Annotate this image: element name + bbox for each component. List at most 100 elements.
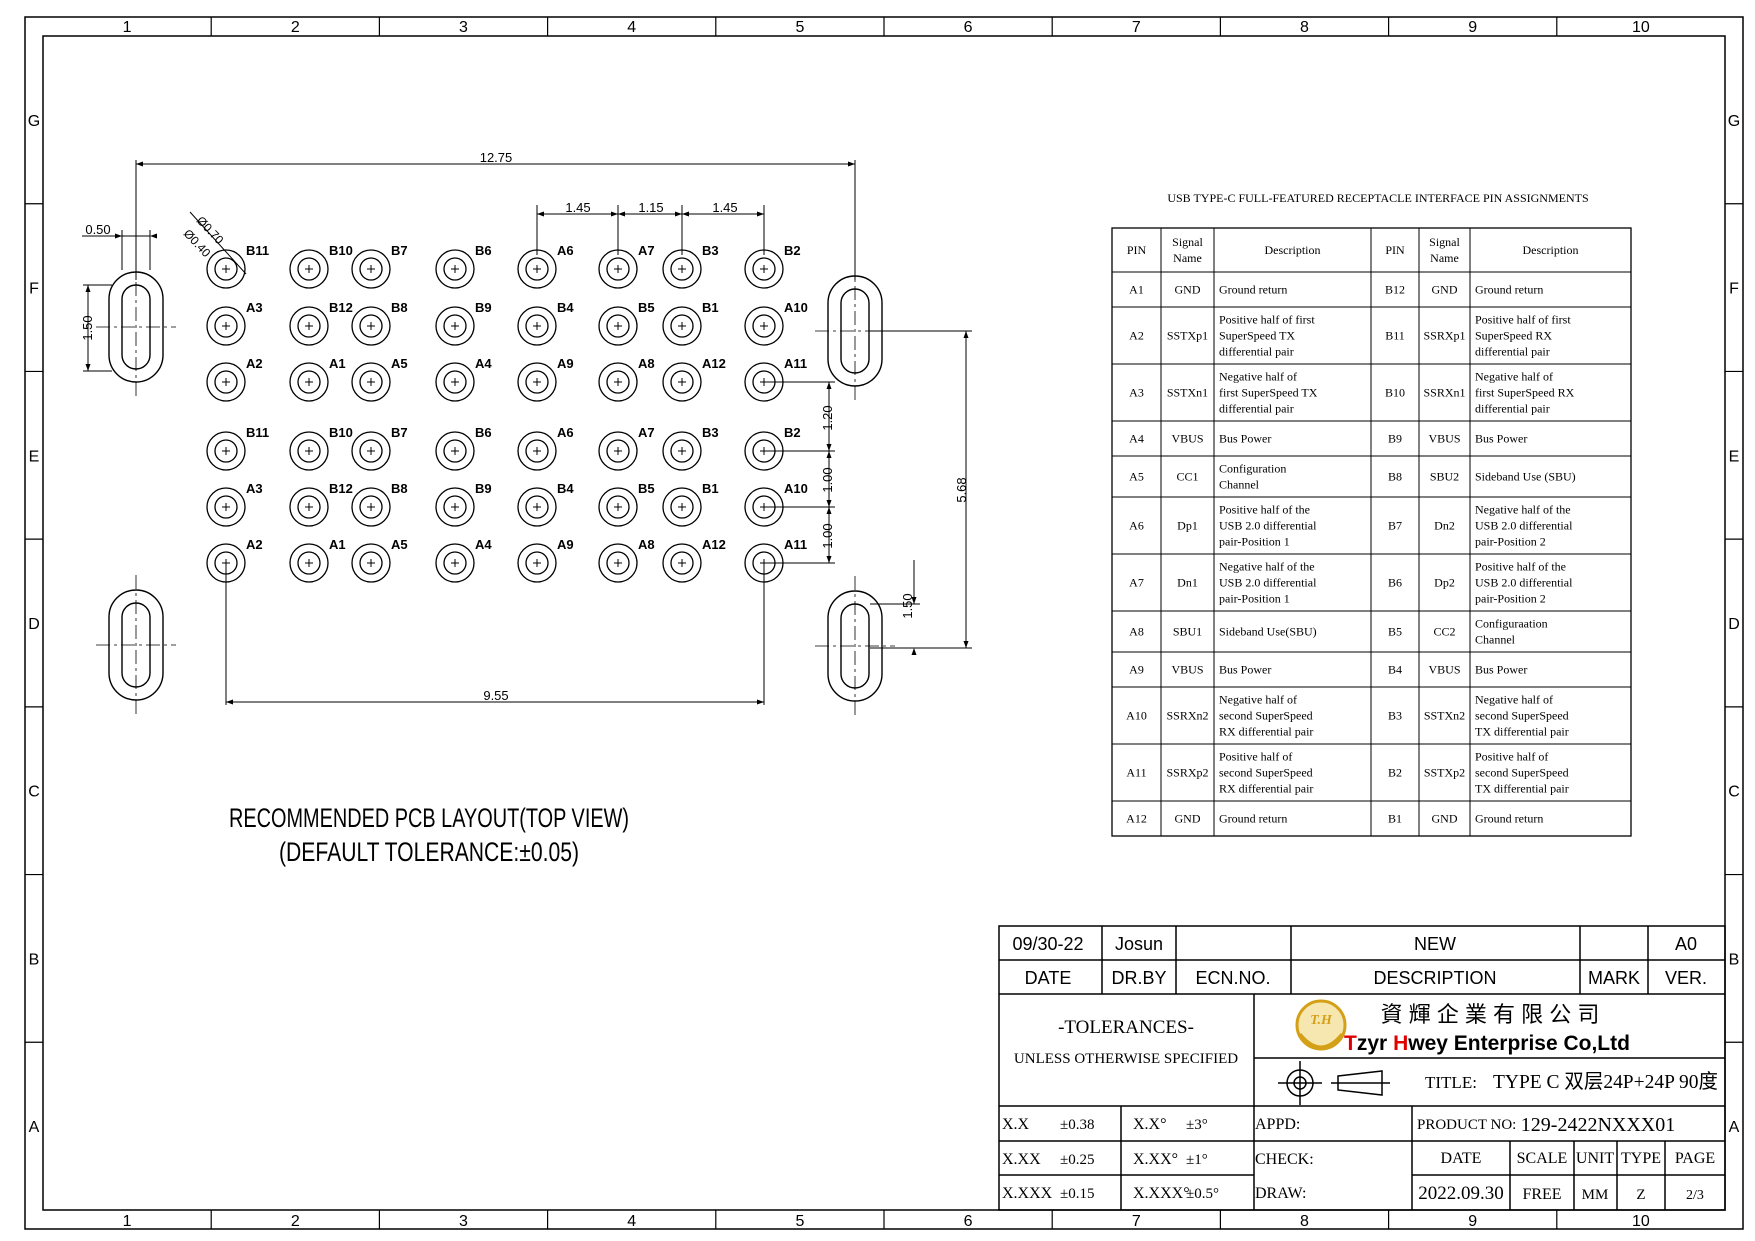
pad: A10 xyxy=(744,300,808,346)
pad: B7 xyxy=(351,425,408,471)
date-value: 2022.09.30 xyxy=(1418,1183,1504,1204)
dim-slot-height-left: 1.50 xyxy=(80,315,95,340)
tol-angle-label: X.X° xyxy=(1133,1116,1167,1133)
dimension-line xyxy=(189,211,247,275)
pin-table-cell: Bus Power xyxy=(1219,663,1271,677)
pad: A7 xyxy=(598,425,655,471)
pin-table-cell: VBUS xyxy=(1428,663,1460,677)
pad: B8 xyxy=(351,481,408,527)
border-col-label: 4 xyxy=(627,1213,636,1230)
rev-drawn-by-value: Josun xyxy=(1115,934,1163,954)
border-col-label: 2 xyxy=(291,1213,300,1230)
dimension-arrow xyxy=(848,161,855,167)
dim-row-gap-3: 1.00 xyxy=(820,523,835,548)
dimension-lines xyxy=(82,160,972,705)
pad: A1 xyxy=(289,356,346,402)
dim-row-gap-2: 1.00 xyxy=(820,467,835,492)
pad: B1 xyxy=(662,300,719,346)
pad: B4 xyxy=(517,481,574,527)
tol-label: X.XX xyxy=(1002,1151,1041,1168)
pad: A11 xyxy=(744,356,807,402)
pin-table-cell: VBUS xyxy=(1171,432,1203,446)
pad-label: A3 xyxy=(246,300,263,315)
pad-label: A9 xyxy=(557,356,574,371)
border-col-label: 3 xyxy=(459,19,468,36)
pin-table-cell: Dn2 xyxy=(1434,519,1455,533)
border-row-label: C xyxy=(28,784,40,801)
border-col-label: 10 xyxy=(1632,1213,1650,1230)
pad: B9 xyxy=(435,300,492,346)
rev-description-value: NEW xyxy=(1414,934,1456,954)
pad-label: B7 xyxy=(391,425,408,440)
pad: B4 xyxy=(517,300,574,346)
pad-label: B5 xyxy=(638,300,655,315)
pad-label: B6 xyxy=(475,243,492,258)
title-label: TITLE: xyxy=(1425,1073,1477,1092)
border-col-label: 8 xyxy=(1300,1213,1309,1230)
pin-table-cell: SSRXn1 xyxy=(1423,386,1465,400)
tol-value: ±0.38 xyxy=(1060,1117,1094,1133)
page-col-label: PAGE xyxy=(1675,1150,1715,1167)
pad: A2 xyxy=(206,537,263,583)
pad: B7 xyxy=(351,243,408,289)
pin-table-cell: SSRXn2 xyxy=(1166,709,1208,723)
tol-label: X.X xyxy=(1002,1116,1030,1133)
pad-label: A5 xyxy=(391,356,408,371)
pad-label: A5 xyxy=(391,537,408,552)
border-col-label: 6 xyxy=(964,19,973,36)
pad: B5 xyxy=(598,481,655,527)
tol-angle-label: X.XX° xyxy=(1133,1151,1178,1168)
dimension-arrow xyxy=(226,699,233,705)
pad: B11 xyxy=(206,425,269,471)
layout-caption-line1: RECOMMENDED PCB LAYOUT(TOP VIEW) xyxy=(229,803,629,833)
dim-vertical-total: 5.68 xyxy=(954,477,969,502)
pad-label: B12 xyxy=(329,300,353,315)
pin-table-cell: Sideband Use (SBU) xyxy=(1475,470,1576,484)
pin-table-cell: A4 xyxy=(1129,432,1144,446)
dimension-arrow xyxy=(675,211,682,217)
pad: B8 xyxy=(351,300,408,346)
pad: B2 xyxy=(744,425,801,471)
type-col-label: TYPE xyxy=(1621,1150,1661,1167)
tol-angle-value: ±0.5° xyxy=(1186,1186,1219,1202)
product-no-value: 129-2422NXXX01 xyxy=(1521,1114,1675,1136)
pin-table-cell: A12 xyxy=(1126,812,1147,826)
dimension-arrow xyxy=(826,500,832,507)
border-row-label: C xyxy=(1728,784,1740,801)
pad-label: B7 xyxy=(391,243,408,258)
pad-label: B12 xyxy=(329,481,353,496)
pin-table-cell: B4 xyxy=(1388,663,1402,677)
pad: A9 xyxy=(517,537,574,583)
unit-col-label: UNIT xyxy=(1576,1150,1614,1167)
dimension-arrow xyxy=(618,211,625,217)
pad: A4 xyxy=(435,537,492,583)
border-col-label: 10 xyxy=(1632,19,1650,36)
pin-table-cell: A6 xyxy=(1129,519,1144,533)
pin-table-header: Description xyxy=(1523,243,1579,257)
pad: A9 xyxy=(517,356,574,402)
pad-label: A1 xyxy=(329,537,346,552)
dim-slot-height-right: 1.50 xyxy=(900,593,915,618)
border-row-label: D xyxy=(1728,616,1740,633)
dimension-arrow xyxy=(682,211,689,217)
pad-label: B10 xyxy=(329,243,353,258)
company-logo: T.H xyxy=(1295,999,1347,1051)
pad: A1 xyxy=(289,537,346,583)
pad: B12 xyxy=(289,300,353,346)
pin-table-cell: B11 xyxy=(1385,329,1405,343)
pad: A2 xyxy=(206,356,263,402)
pad-label: B5 xyxy=(638,481,655,496)
pad-label: A12 xyxy=(702,356,726,371)
pin-table-cell: Ground return xyxy=(1475,283,1543,297)
border-col-label: 5 xyxy=(795,19,804,36)
border-col-label: 1 xyxy=(123,19,132,36)
pin-table-cell: GND xyxy=(1175,812,1201,826)
